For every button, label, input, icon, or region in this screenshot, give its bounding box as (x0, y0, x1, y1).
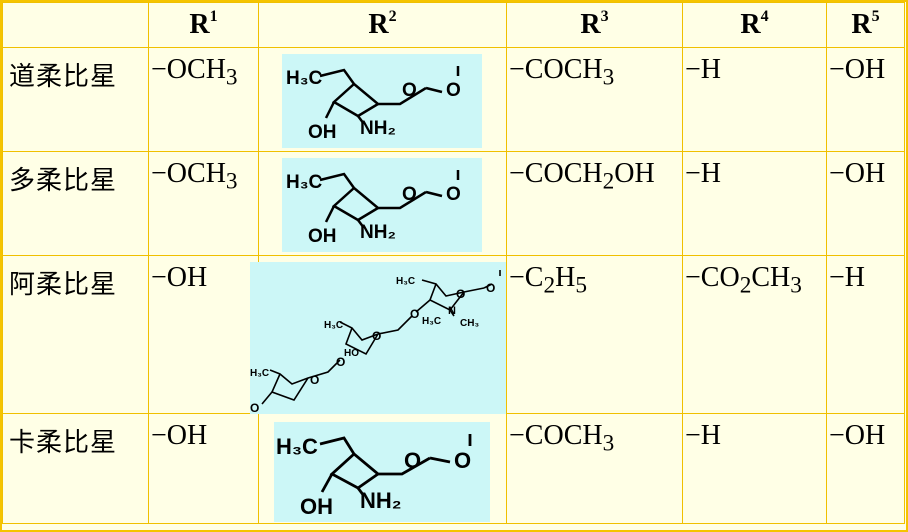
glycosidic-oxygen-label: O (446, 184, 461, 205)
ho-label: HO (344, 348, 359, 359)
n-ch3-label: CH₃ (460, 318, 479, 329)
r5-value: −OH (826, 47, 905, 152)
top-h3c-label: H₃C (396, 276, 415, 287)
r3-value: −COCH3 (506, 413, 683, 524)
ring-oxygen-label: O (404, 448, 421, 473)
nh2-label: NH₂ (360, 118, 396, 139)
drug-name: 阿柔比星 (2, 255, 149, 414)
glycosidic-oxygen-label: O (446, 80, 461, 101)
oh-label: OH (308, 226, 337, 247)
h3c-label: H₃C (276, 434, 318, 459)
link-oxygen-2-label: O (336, 355, 345, 369)
r5-value: −OH (826, 413, 905, 524)
r3-value: −COCH3 (506, 47, 683, 152)
r4-value: −H (682, 413, 827, 524)
header-blank (2, 2, 149, 48)
mid-ring-oxygen-label: O (372, 329, 381, 343)
r4-value: −H (682, 47, 827, 152)
r1-value: −OH (148, 413, 259, 524)
ring-oxygen-label: O (402, 80, 417, 101)
r1-value: −OCH3 (148, 47, 259, 152)
keto-oxygen-label: O (250, 401, 259, 414)
link-oxygen-1-label: O (410, 307, 419, 321)
glycosidic-oxygen-label: O (454, 448, 471, 473)
daunosamine-structure: H₃C O O OH NH₂ (274, 422, 490, 522)
trisaccharide-structure: H₃C O O N H₃C CH₃ O H₃C O HO O H₃C O O (250, 262, 506, 414)
h3c-label: H₃C (286, 68, 323, 89)
h3c-label: H₃C (286, 172, 323, 193)
header-r1: R1 (148, 2, 259, 48)
oh-label: OH (308, 122, 337, 143)
top-glycosidic-oxygen-label: O (486, 281, 495, 295)
r4-value: −CO2CH3 (682, 255, 827, 414)
daunosamine-structure: H₃C O O OH NH₂ (282, 158, 482, 252)
header-r5: R5 (826, 2, 905, 48)
mid-h3c-label: H₃C (324, 320, 343, 331)
header-r3: R3 (506, 2, 683, 48)
oh-label: OH (300, 494, 333, 519)
drug-name: 多柔比星 (2, 151, 149, 256)
header-row: R1 R2 R3 R4 R5 (2, 2, 905, 48)
n-label: N (448, 305, 456, 317)
daunosamine-structure: H₃C O O OH NH₂ (282, 54, 482, 148)
r5-value: −OH (826, 151, 905, 256)
low-h3c-label: H₃C (250, 368, 269, 379)
ring-oxygen-label: O (402, 184, 417, 205)
r1-value: −OH (148, 255, 259, 414)
header-r2: R2 (258, 2, 507, 48)
r5-value: −H (826, 255, 905, 414)
r3-value: −COCH2OH (506, 151, 683, 256)
r4-value: −H (682, 151, 827, 256)
r1-value: −OCH3 (148, 151, 259, 256)
n-h3c-label: H₃C (422, 316, 441, 327)
nh2-label: NH₂ (360, 222, 396, 243)
drug-name: 卡柔比星 (2, 413, 149, 524)
header-r4: R4 (682, 2, 827, 48)
top-ring-oxygen-label: O (456, 287, 465, 301)
r3-value: −C2H5 (506, 255, 683, 414)
low-ring-oxygen-label: O (310, 373, 319, 387)
drug-name: 道柔比星 (2, 47, 149, 152)
nh2-label: NH₂ (360, 488, 402, 513)
